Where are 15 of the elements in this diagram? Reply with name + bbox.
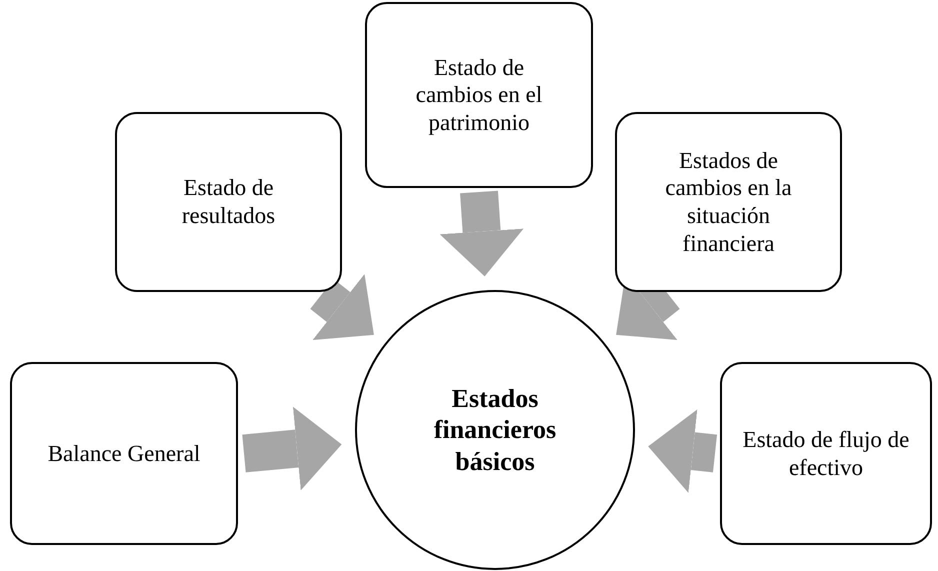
- box-label: Estado de flujo de efectivo: [742, 426, 910, 482]
- block-arrow: [310, 274, 374, 340]
- block-arrow: [440, 190, 524, 276]
- rounded-box: [365, 2, 593, 188]
- title-text: Estados financieros básicos: [432, 383, 558, 477]
- rounded-box: [115, 112, 342, 292]
- rounded-box: [10, 362, 238, 545]
- block-arrow: [242, 406, 342, 490]
- box-label: Balance General: [48, 440, 200, 468]
- box-label: Estado de cambios en el patrimonio: [414, 54, 544, 136]
- rounded-box: [615, 112, 842, 292]
- box-label: Estado de resultados: [180, 174, 276, 230]
- block-arrow: [648, 409, 718, 493]
- rounded-box: [720, 362, 932, 545]
- box-label: Estados de cambios en la situación financiera: [664, 146, 793, 258]
